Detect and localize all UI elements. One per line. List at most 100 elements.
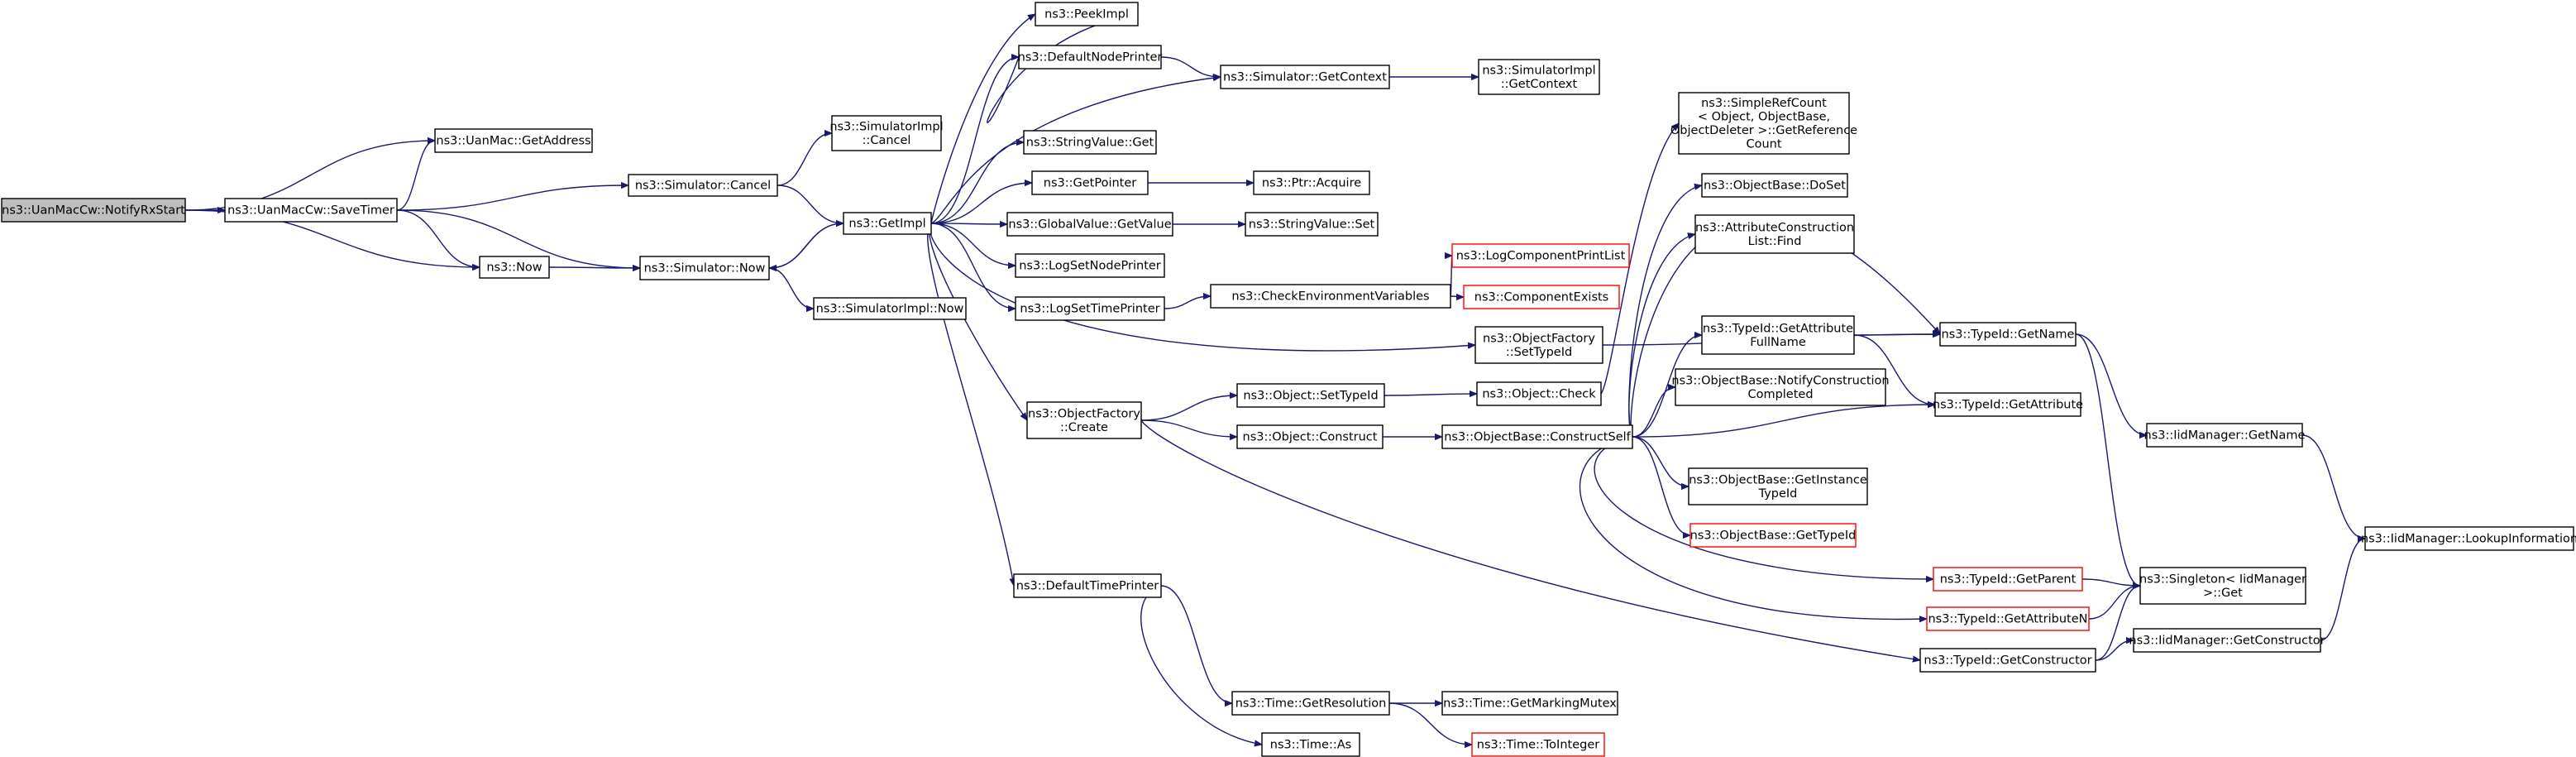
node-box[interactable] — [1694, 214, 1855, 254]
node-box[interactable] — [1478, 59, 1600, 95]
node-box[interactable] — [1451, 243, 1630, 268]
node-sim-cancel[interactable]: ns3::Simulator::Cancel — [628, 174, 778, 197]
node-notifyrxstart[interactable]: ns3::UanMacCw::NotifyRxStart — [1, 198, 186, 223]
node-objectfactory-settypeid[interactable]: ns3::ObjectFactory::SetTypeId — [1474, 326, 1603, 364]
node-box[interactable] — [434, 128, 593, 153]
node-box[interactable] — [813, 297, 967, 320]
node-box[interactable] — [1474, 326, 1603, 364]
node-peekimpl[interactable]: ns3::PeekImpl — [1035, 2, 1139, 26]
node-box[interactable] — [479, 256, 550, 279]
node-logsetnodeprinter[interactable]: ns3::LogSetNodePrinter — [1015, 253, 1165, 278]
node-typeid-getconstructor[interactable]: ns3::TypeId::GetConstructor — [1919, 648, 2096, 673]
node-getaddress[interactable]: ns3::UanMac::GetAddress — [434, 128, 593, 153]
node-box[interactable] — [1688, 467, 1868, 505]
node-stringvalue-set[interactable]: ns3::StringValue::Set — [1245, 212, 1379, 237]
node-simimpl-getcontext[interactable]: ns3::SimulatorImpl::GetContext — [1478, 59, 1600, 95]
node-typeid-getattributen[interactable]: ns3::TypeId::GetAttributeN — [1926, 606, 2090, 631]
node-objectbase-notifyconstructioncompleted[interactable]: ns3::ObjectBase::NotifyConstructionCompl… — [1671, 368, 1890, 406]
node-box[interactable] — [1015, 253, 1165, 278]
node-box[interactable] — [1210, 284, 1451, 309]
node-box[interactable] — [1934, 392, 2081, 417]
node-box[interactable] — [1245, 212, 1379, 237]
node-box[interactable] — [628, 174, 778, 197]
node-box[interactable] — [1, 198, 186, 223]
node-simimpl-now[interactable]: ns3::SimulatorImpl::Now — [813, 297, 967, 320]
node-box[interactable] — [2139, 567, 2306, 605]
node-object-check[interactable]: ns3::Object::Check — [1476, 381, 1602, 406]
node-box[interactable] — [1015, 296, 1165, 321]
node-getimpl[interactable]: ns3::GetImpl — [843, 212, 932, 235]
node-time-getmarkingmutex[interactable]: ns3::Time::GetMarkingMutex — [1441, 691, 1618, 716]
node-sim-now[interactable]: ns3::Simulator::Now — [639, 256, 770, 280]
node-globalvalue-getvalue[interactable]: ns3::GlobalValue::GetValue — [1006, 212, 1173, 237]
node-box[interactable] — [1023, 130, 1157, 155]
node-objectbase-doset[interactable]: ns3::ObjectBase::DoSet — [1701, 173, 1848, 198]
node-defaulttimeprinter[interactable]: ns3::DefaultTimePrinter — [1013, 573, 1162, 598]
node-time-as[interactable]: ns3::Time::As — [1261, 732, 1360, 757]
node-box[interactable] — [1236, 383, 1385, 408]
node-getpointer[interactable]: ns3::GetPointer — [1031, 170, 1149, 195]
node-defaultnodeprinter[interactable]: ns3::DefaultNodePrinter — [1018, 45, 1163, 69]
node-now[interactable]: ns3::Now — [479, 256, 550, 279]
node-box[interactable] — [1689, 523, 1857, 548]
node-box[interactable] — [2133, 628, 2321, 653]
node-stringvalue-get[interactable]: ns3::StringValue::Get — [1023, 130, 1157, 155]
node-iidmanager-getname[interactable]: ns3::IidManager::GetName — [2144, 423, 2306, 448]
node-box[interactable] — [1471, 732, 1605, 757]
node-objectfactory-create[interactable]: ns3::ObjectFactory::Create — [1026, 401, 1142, 439]
node-componentexists[interactable]: ns3::ComponentExists — [1463, 285, 1620, 309]
node-box[interactable] — [1463, 285, 1620, 309]
node-box[interactable] — [224, 198, 398, 223]
node-logsettimeprinter[interactable]: ns3::LogSetTimePrinter — [1015, 296, 1165, 321]
node-typeid-getname[interactable]: ns3::TypeId::GetName — [1939, 322, 2077, 347]
node-object-construct[interactable]: ns3::Object::Construct — [1236, 424, 1384, 449]
node-box[interactable] — [1220, 65, 1390, 89]
node-box[interactable] — [1675, 368, 1886, 406]
node-box[interactable] — [1035, 2, 1139, 26]
node-box[interactable] — [1476, 381, 1602, 406]
node-time-tointeger[interactable]: ns3::Time::ToInteger — [1471, 732, 1605, 757]
node-time-getresolution[interactable]: ns3::Time::GetResolution — [1231, 691, 1390, 716]
node-box[interactable] — [639, 256, 770, 280]
node-box[interactable] — [1933, 567, 2083, 592]
node-box[interactable] — [1018, 45, 1162, 69]
node-object-settypeid[interactable]: ns3::Object::SetTypeId — [1236, 383, 1385, 408]
node-box[interactable] — [1013, 573, 1162, 598]
node-box[interactable] — [2364, 526, 2574, 551]
node-box[interactable] — [1926, 606, 2090, 631]
node-typeid-getattribute[interactable]: ns3::TypeId::GetAttribute — [1933, 392, 2083, 417]
node-simimpl-cancel[interactable]: ns3::SimulatorImpl::Cancel — [829, 115, 944, 151]
node-box[interactable] — [1026, 401, 1142, 439]
node-typeid-getparent[interactable]: ns3::TypeId::GetParent — [1933, 567, 2083, 592]
node-objectbase-gettypeid[interactable]: ns3::ObjectBase::GetTypeId — [1689, 523, 1857, 548]
node-box[interactable] — [1261, 732, 1360, 757]
node-checkenvvars[interactable]: ns3::CheckEnvironmentVariables — [1210, 284, 1451, 309]
node-iidmanager-getconstructor[interactable]: ns3::IidManager::GetConstructor — [2129, 628, 2325, 653]
node-box[interactable] — [1006, 212, 1173, 237]
node-box[interactable] — [1919, 648, 2096, 673]
node-box[interactable] — [1236, 424, 1384, 449]
node-simplerefcount[interactable]: ns3::SimpleRefCount< Object, ObjectBase,… — [1670, 92, 1857, 155]
node-box[interactable] — [1678, 92, 1850, 155]
node-logcomponentprintlist[interactable]: ns3::LogComponentPrintList — [1451, 243, 1630, 268]
node-box[interactable] — [1939, 322, 2077, 347]
node-box[interactable] — [1253, 170, 1370, 195]
node-sim-getcontext[interactable]: ns3::Simulator::GetContext — [1220, 65, 1390, 89]
node-box[interactable] — [1701, 173, 1848, 198]
node-box[interactable] — [831, 115, 942, 151]
node-box[interactable] — [1441, 691, 1618, 716]
node-savetimer[interactable]: ns3::UanMacCw::SaveTimer — [224, 198, 398, 223]
node-box[interactable] — [1701, 315, 1855, 355]
node-iidmanager-lookupinformation[interactable]: ns3::IidManager::LookupInformation — [2361, 526, 2576, 551]
node-objectbase-constructself[interactable]: ns3::ObjectBase::ConstructSelf — [1441, 424, 1633, 449]
node-box[interactable] — [2146, 423, 2303, 448]
node-box[interactable] — [1441, 424, 1633, 449]
node-box[interactable] — [1031, 170, 1149, 195]
node-box[interactable] — [843, 212, 932, 235]
node-box[interactable] — [1231, 691, 1390, 716]
node-ptr-acquire[interactable]: ns3::Ptr::Acquire — [1253, 170, 1370, 195]
node-singleton-get[interactable]: ns3::Singleton< IidManager>::Get — [2139, 567, 2306, 605]
